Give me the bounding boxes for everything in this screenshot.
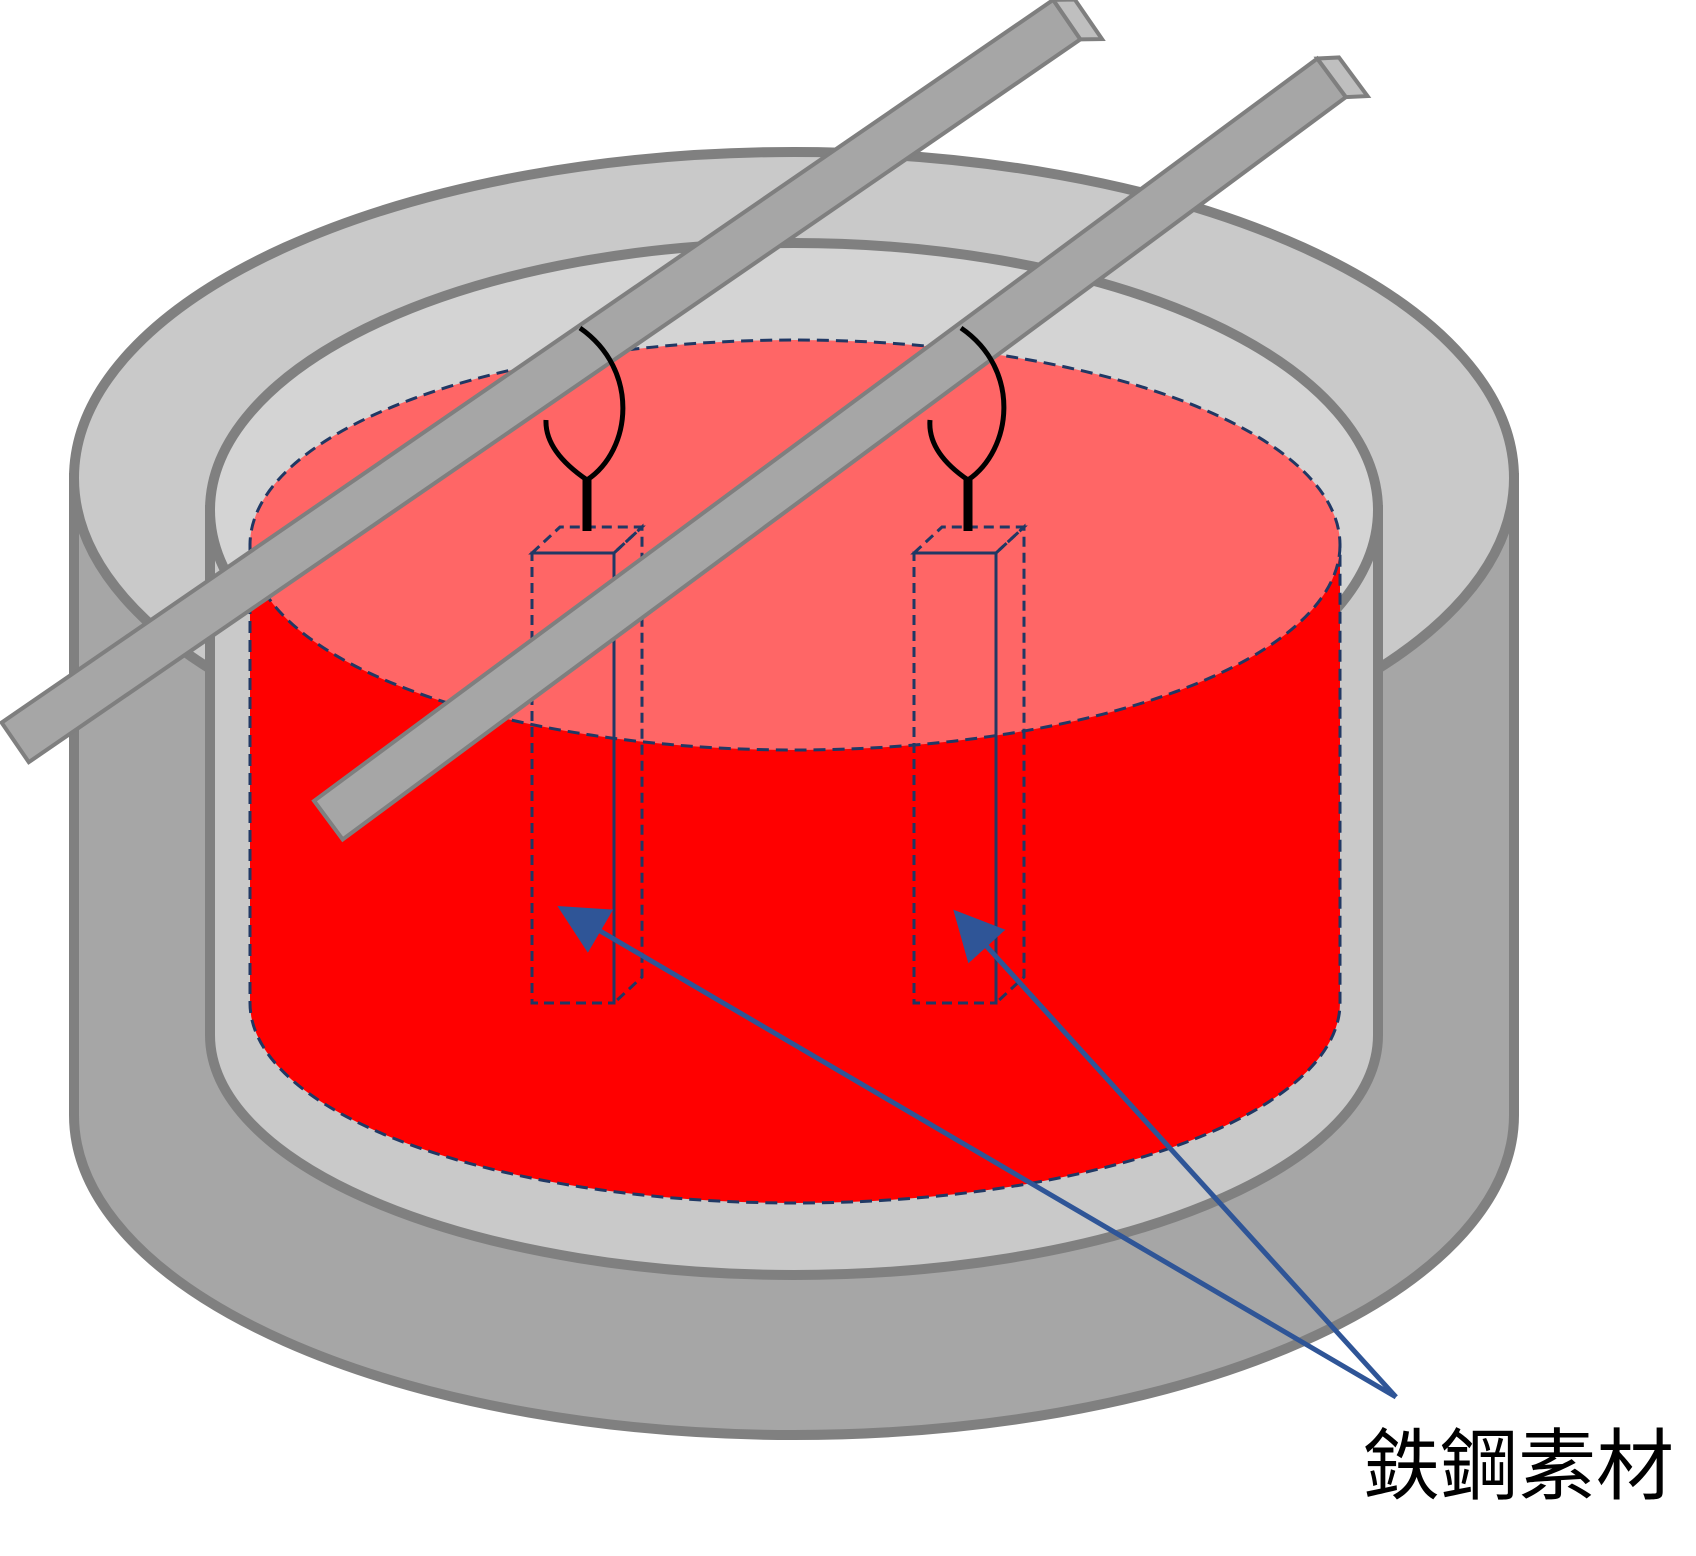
hanging-rod-1-end-cap — [1049, 0, 1106, 42]
hanging-rod-2 — [311, 55, 1372, 843]
steel-specimen-2 — [910, 523, 1028, 1007]
hanging-rod-2-end-cap — [1313, 55, 1372, 100]
hanging-rod-1 — [0, 0, 1106, 765]
wire-hook-1-loop — [543, 325, 626, 484]
specimen-1-side-face — [612, 523, 644, 1007]
specimen-2-side-face — [994, 523, 1026, 1007]
steel-material-label: 鉄鋼素材 — [1362, 1422, 1674, 1512]
wire-hook-2 — [927, 325, 1007, 531]
arrow-to-specimen-2 — [953, 909, 1398, 1399]
arrow-to-specimen-1 — [557, 905, 1398, 1400]
wire-hook-2-loop — [927, 325, 1007, 484]
pointer-arrows — [557, 905, 1398, 1400]
steel-specimen-1 — [528, 523, 646, 1007]
liquid-surface — [248, 338, 1342, 752]
wire-hook-1 — [543, 325, 626, 531]
